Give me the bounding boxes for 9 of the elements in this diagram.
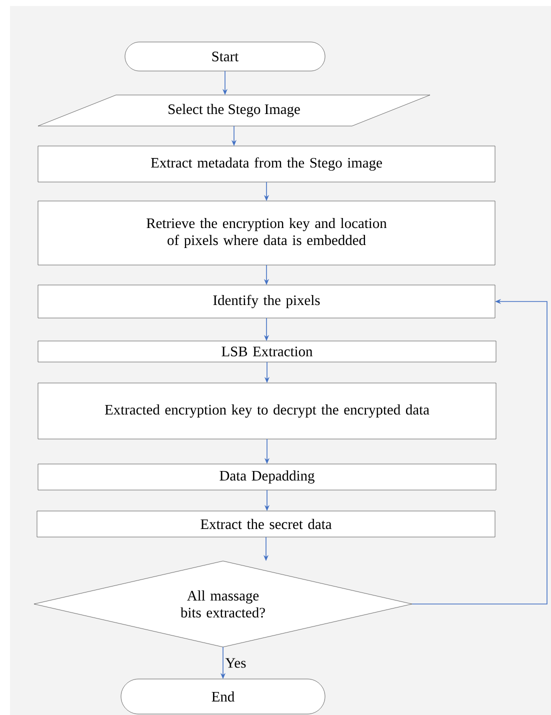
process-box: Retrieve the encryption key and location of pixels where data is embedded [38,200,496,266]
edge-label: Yes [225,658,246,668]
process-box: Identify the pixels [38,284,496,318]
input-parallelogram: Select the Stego Image [38,94,430,126]
process-box: Extract the secret data [36,510,496,538]
process-box: LSB Extraction [38,340,496,362]
process-box: Data Depadding [38,464,496,490]
process-box: Extract metadata from the Stego image [38,146,496,182]
process-box: Extracted encryption key to decrypt the encrypted data [38,382,496,440]
